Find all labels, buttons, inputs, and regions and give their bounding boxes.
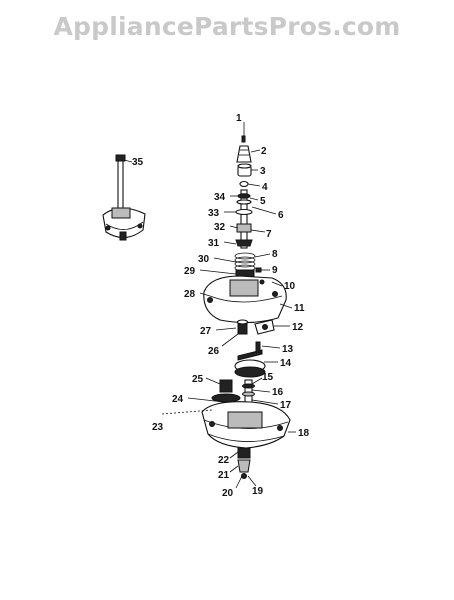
part-35-assembly xyxy=(102,154,146,241)
callout-13: 13 xyxy=(282,344,294,355)
callout-32: 32 xyxy=(214,222,226,233)
callout-28: 28 xyxy=(184,289,196,300)
callout-30: 30 xyxy=(198,254,210,265)
callout-29: 29 xyxy=(184,266,196,277)
callout-34: 34 xyxy=(214,192,226,203)
callout-31: 31 xyxy=(208,238,220,249)
callout-26: 26 xyxy=(208,346,220,357)
callout-19: 19 xyxy=(252,486,264,497)
callout-5: 5 xyxy=(260,196,266,207)
callout-9: 9 xyxy=(272,265,278,276)
callout-10: 10 xyxy=(284,281,296,292)
callout-3: 3 xyxy=(260,166,266,177)
callout-17: 17 xyxy=(280,400,292,411)
callout-labels: 1 2 3 4 5 6 7 8 9 10 11 12 13 14 15 16 1… xyxy=(132,113,310,499)
watermark: AppliancePartsPros.com xyxy=(53,12,401,41)
callout-14: 14 xyxy=(280,358,292,369)
callout-33: 33 xyxy=(208,208,220,219)
callout-22: 22 xyxy=(218,455,230,466)
callout-12: 12 xyxy=(292,322,304,333)
callout-20: 20 xyxy=(222,488,234,499)
callout-23: 23 xyxy=(152,422,164,433)
callout-21: 21 xyxy=(218,470,230,481)
upper-housing xyxy=(203,275,287,324)
callout-15: 15 xyxy=(262,372,274,383)
callout-7: 7 xyxy=(266,229,272,240)
callout-35: 35 xyxy=(132,157,144,168)
callout-27: 27 xyxy=(200,326,212,337)
callout-2: 2 xyxy=(261,146,267,157)
callout-6: 6 xyxy=(278,210,284,221)
callout-24: 24 xyxy=(172,394,184,405)
callout-11: 11 xyxy=(294,303,305,314)
gearcase-base xyxy=(201,401,291,479)
callout-1: 1 xyxy=(236,113,242,124)
callout-8: 8 xyxy=(272,249,278,260)
callout-16: 16 xyxy=(272,387,284,398)
callout-25: 25 xyxy=(192,374,204,385)
callout-4: 4 xyxy=(262,182,268,193)
leader-lines xyxy=(123,122,296,489)
mid-assembly xyxy=(211,319,275,405)
upper-shaft-stack xyxy=(234,135,262,281)
callout-18: 18 xyxy=(298,428,310,439)
